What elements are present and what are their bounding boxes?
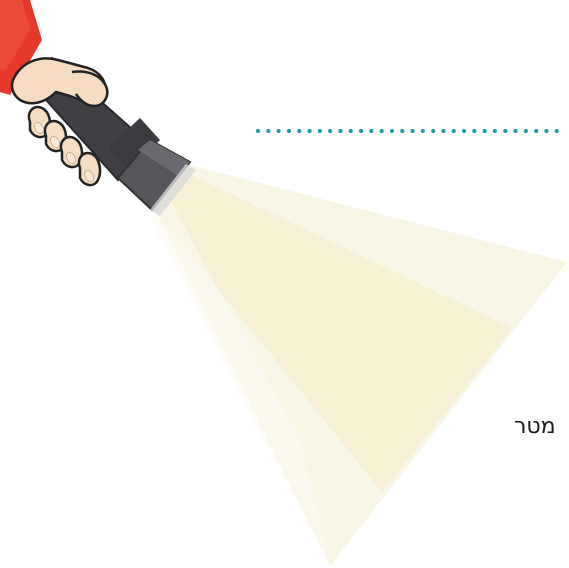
light-beam-inner bbox=[150, 172, 512, 492]
flashlight-icon bbox=[26, 56, 196, 216]
hand-icon bbox=[10, 57, 109, 187]
unit-label: מטר bbox=[514, 414, 556, 439]
finger-nails bbox=[33, 121, 95, 183]
light-beam-fade bbox=[150, 200, 330, 566]
sleeve bbox=[0, 0, 42, 95]
